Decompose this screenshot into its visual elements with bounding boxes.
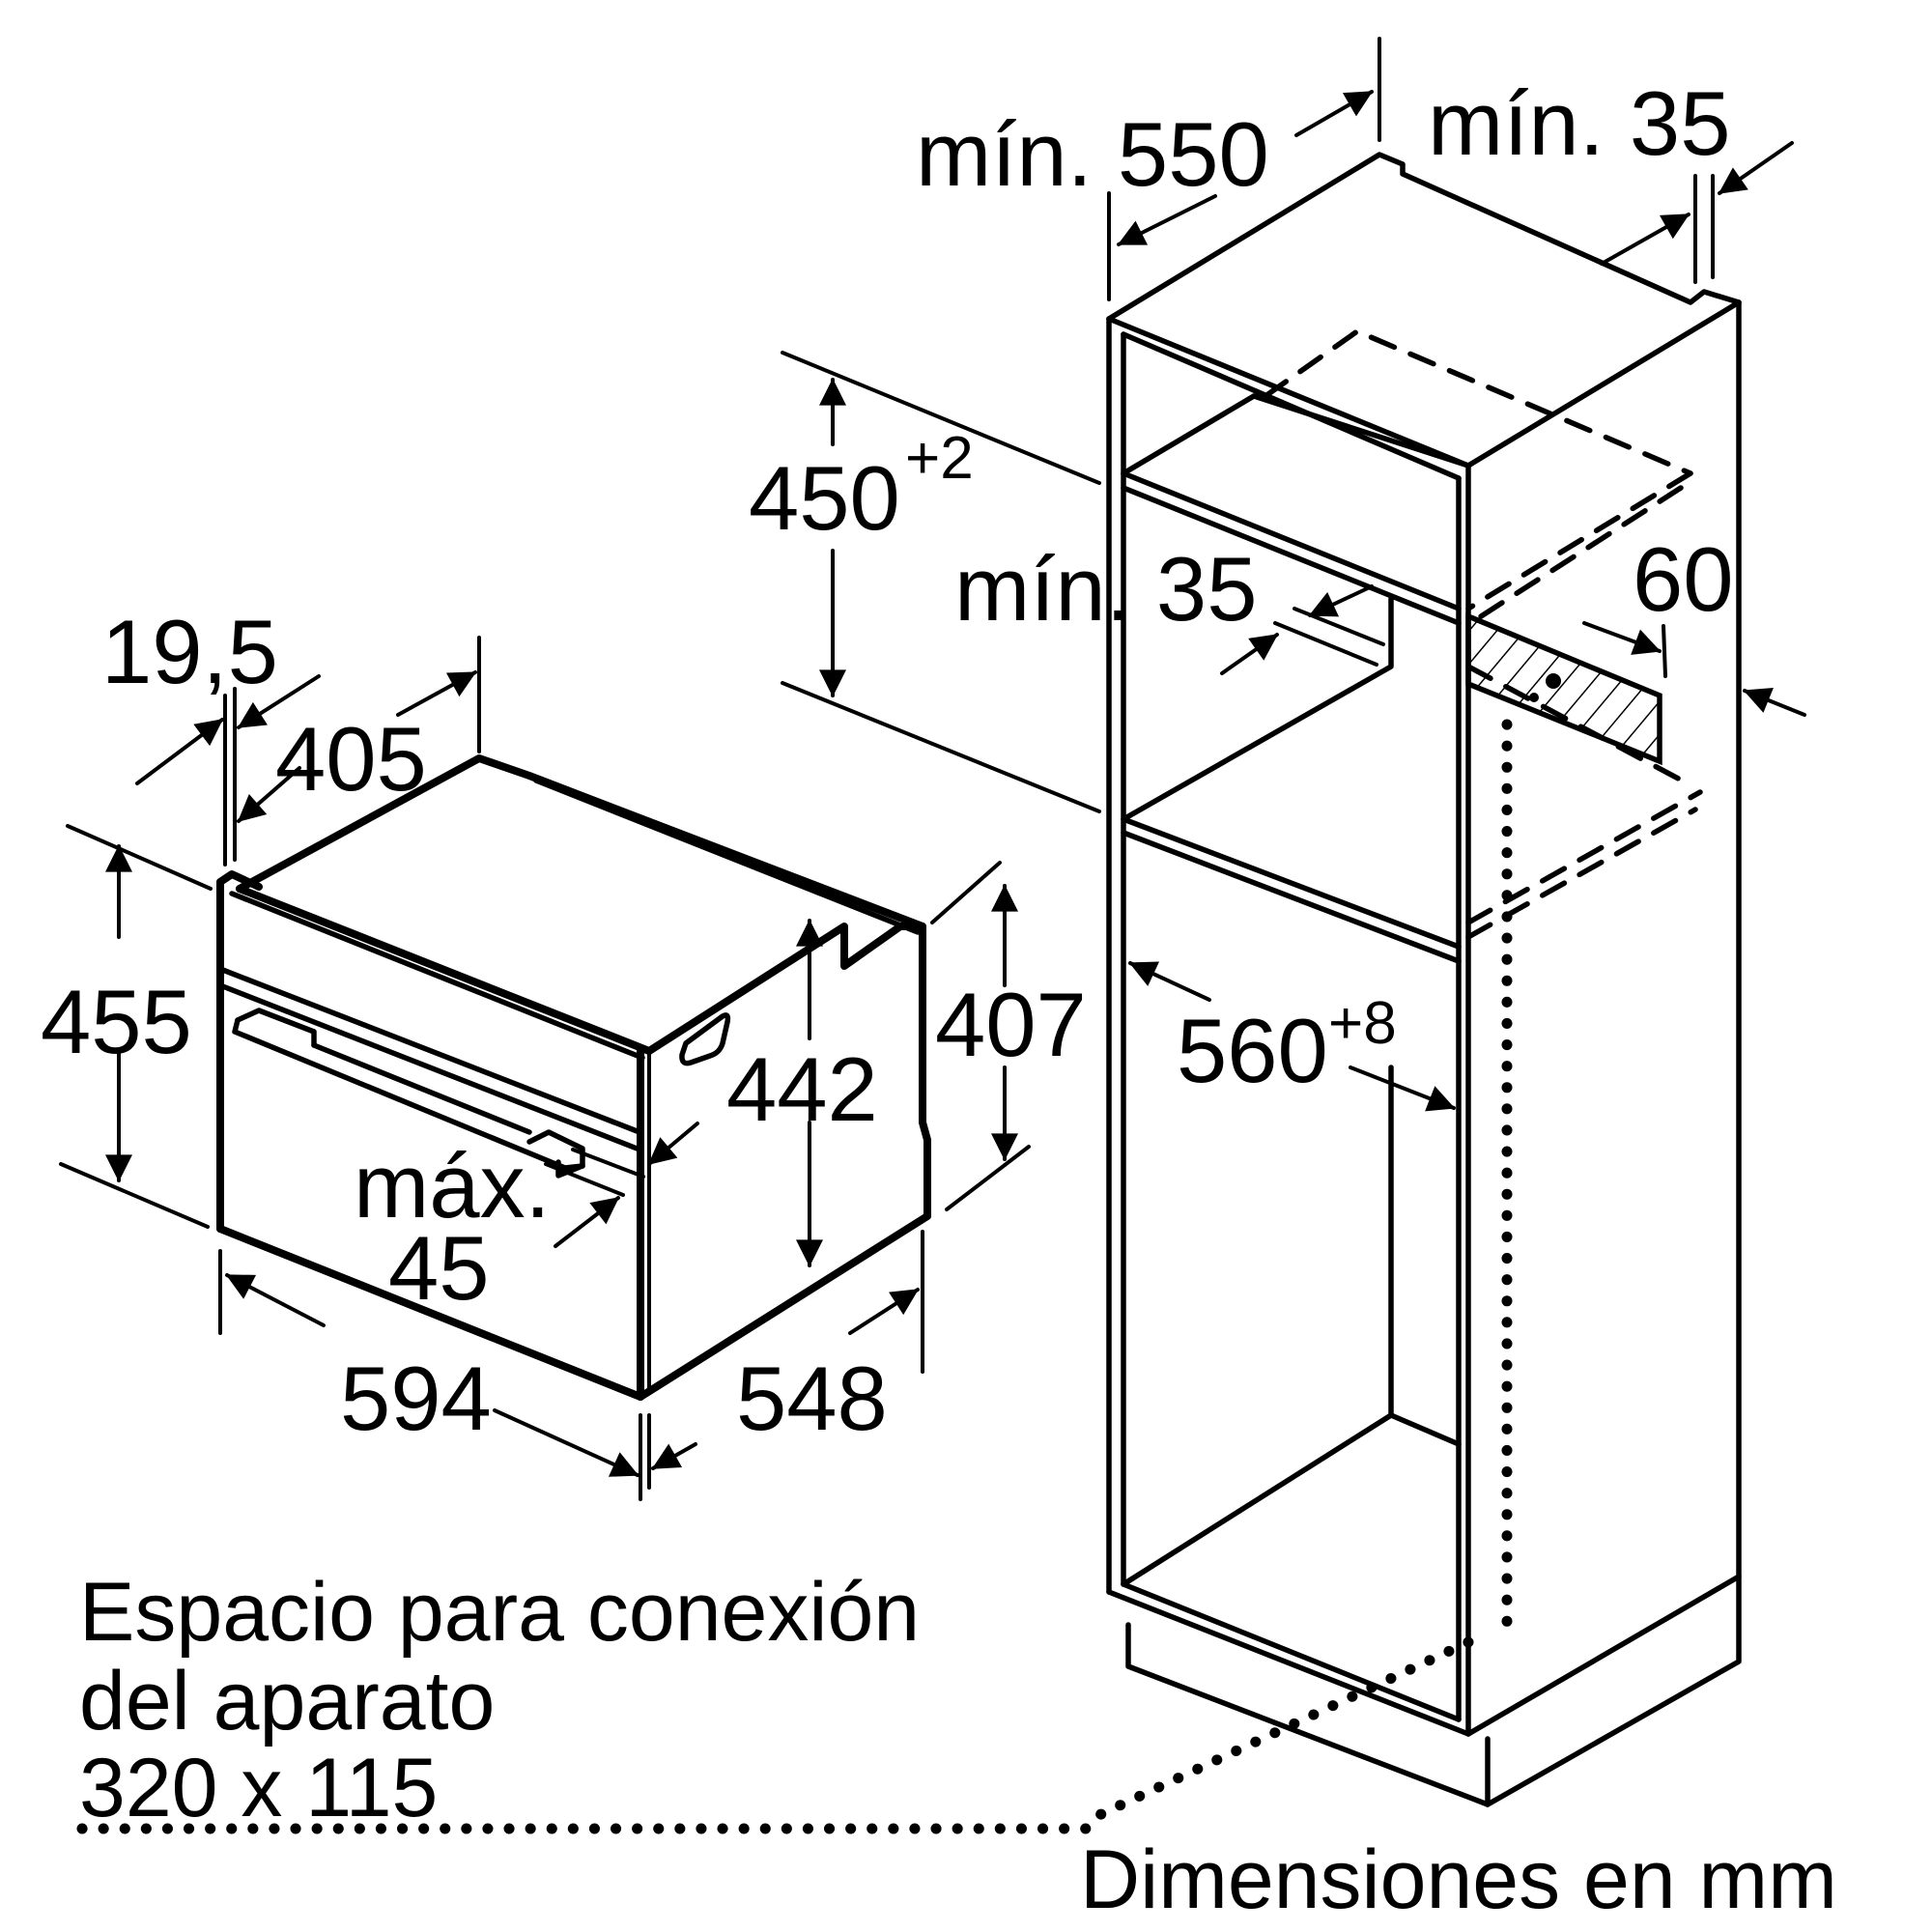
dim-442: 442 xyxy=(726,1038,878,1140)
dim-450-tolerance: +2 xyxy=(905,425,974,492)
dim-407: 407 xyxy=(935,974,1087,1075)
dim-455: 455 xyxy=(41,971,192,1072)
dim-594: 594 xyxy=(340,1348,492,1449)
door-handle xyxy=(232,1008,585,1179)
dim-min-35-shelf: mín. 35 xyxy=(954,538,1258,639)
vent-hatch xyxy=(1465,611,1662,766)
connection-note-line1: Espacio para conexión xyxy=(79,1566,920,1659)
dim-450: 450 xyxy=(749,447,900,549)
dim-560: 560 xyxy=(1177,1000,1328,1101)
dim-19-5: 19,5 xyxy=(101,601,278,702)
dim-560-tolerance: +8 xyxy=(1328,990,1397,1057)
dim-60: 60 xyxy=(1633,528,1734,630)
dim-405: 405 xyxy=(275,708,427,810)
dim-548: 548 xyxy=(736,1348,888,1449)
dim-min-35-top: mín. 35 xyxy=(1428,72,1731,174)
notes: Espacio para conexión del aparato 320 x … xyxy=(79,1566,1837,1926)
cabinet-labels: mín. 550 mín. 35 450 +2 mín. 35 60 560 +… xyxy=(749,72,1734,1101)
connection-note-line3: 320 x 115 xyxy=(79,1742,438,1834)
connection-note-line2: del aparato xyxy=(79,1655,495,1747)
oven-appliance xyxy=(216,754,931,1401)
cabinet-dimension-lines xyxy=(781,37,1806,1112)
dim-min-550: mín. 550 xyxy=(916,103,1269,205)
dim-45: 45 xyxy=(388,1217,490,1319)
tall-cabinet xyxy=(76,152,1742,1834)
oven-labels: 19,5 405 455 442 407 máx. 45 594 548 xyxy=(41,601,1087,1449)
units-note: Dimensiones en mm xyxy=(1080,1833,1837,1926)
dim-max-label: máx. xyxy=(354,1135,551,1236)
oven-dimension-lines xyxy=(59,636,1031,1501)
